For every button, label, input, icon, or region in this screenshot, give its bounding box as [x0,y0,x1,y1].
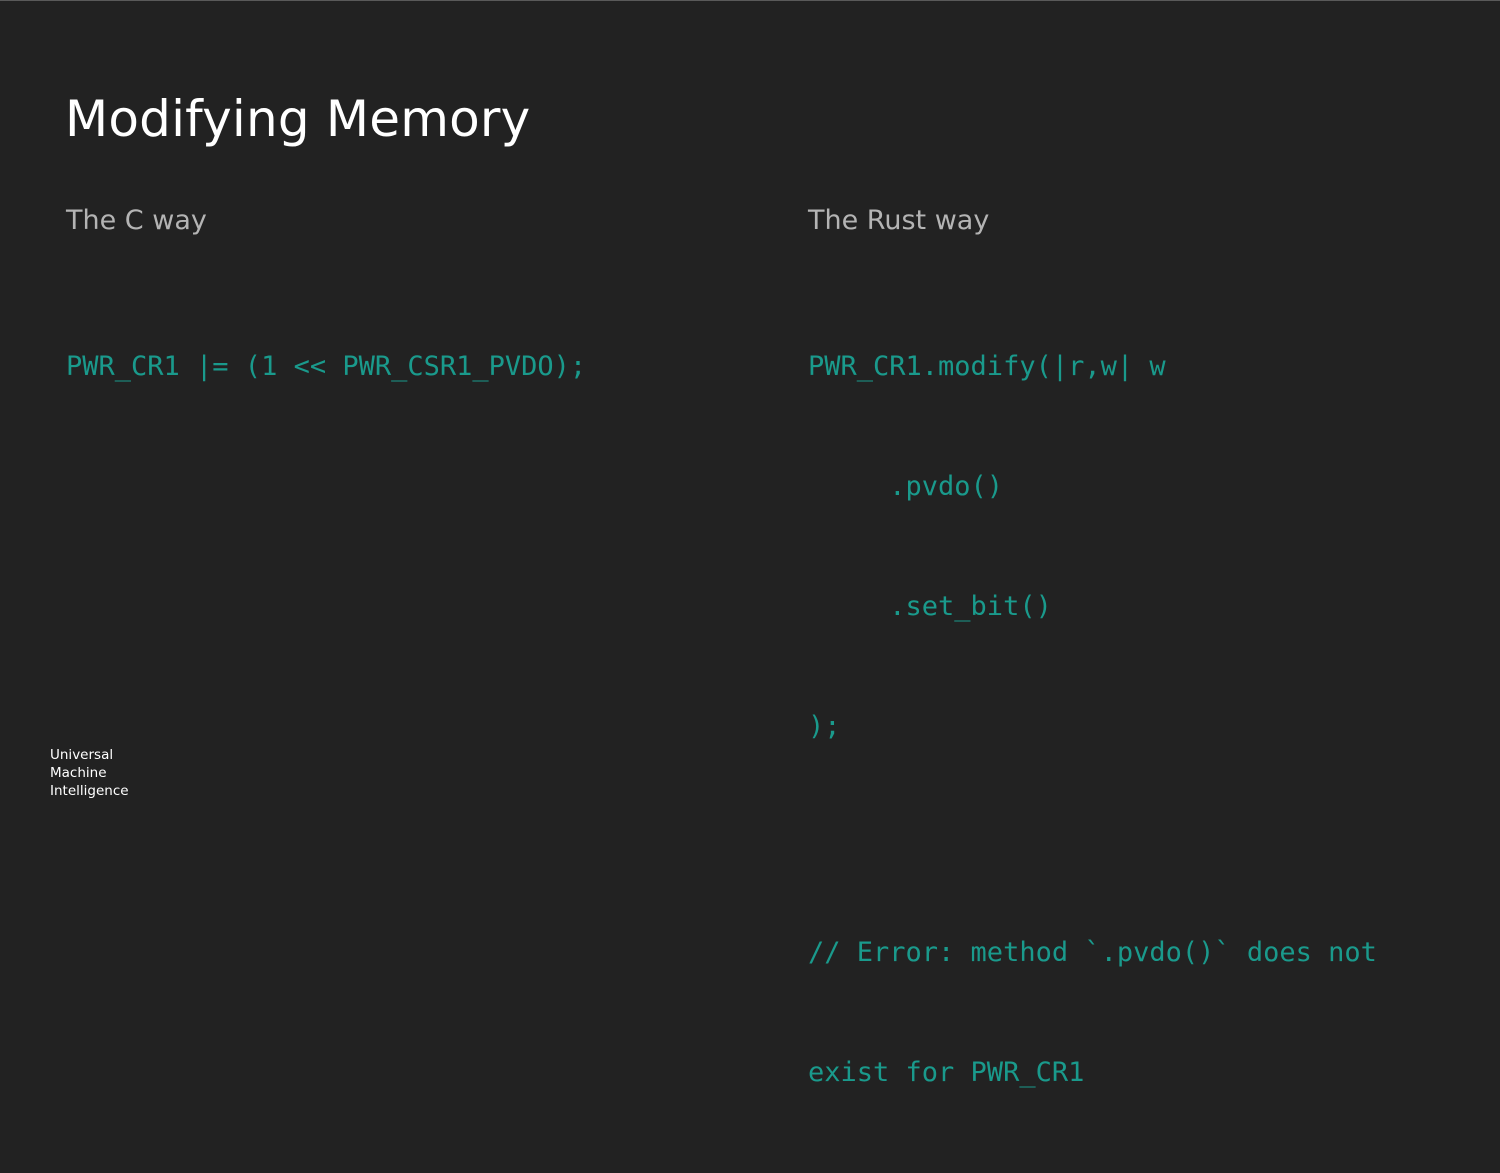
comment-line: exist for PWR_CR1 [808,1057,1085,1088]
top-divider [0,0,1500,1]
rust-way-column: The Rust way PWR_CR1.modify(|r,w| w .pvd… [808,202,1468,1173]
logo-line: Universal [50,747,114,763]
rust-error-comment: // Error: method `.pvdo()` does not exis… [808,853,1468,1173]
logo-line: Intelligence [50,783,129,799]
c-way-column: The C way PWR_CR1 |= (1 << PWR_CSR1_PVDO… [66,202,766,467]
rust-way-heading: The Rust way [808,205,990,236]
code-line: PWR_CR1 |= (1 << PWR_CSR1_PVDO); [66,351,587,382]
slide-title: Modifying Memory [65,90,531,148]
company-logo: Universal Machine Intelligence [50,746,129,800]
c-code-block: PWR_CR1 |= (1 << PWR_CSR1_PVDO); [66,267,766,467]
rust-code-block: PWR_CR1.modify(|r,w| w .pvdo() .set_bit(… [808,267,1468,827]
c-way-heading: The C way [66,205,207,236]
code-line: PWR_CR1.modify(|r,w| w [808,351,1166,382]
comment-line: // Error: method `.pvdo()` does not [808,937,1377,968]
logo-line: Machine [50,765,107,781]
code-line: ); [808,711,841,742]
code-line: .set_bit() [808,591,1052,622]
code-line: .pvdo() [808,471,1004,502]
